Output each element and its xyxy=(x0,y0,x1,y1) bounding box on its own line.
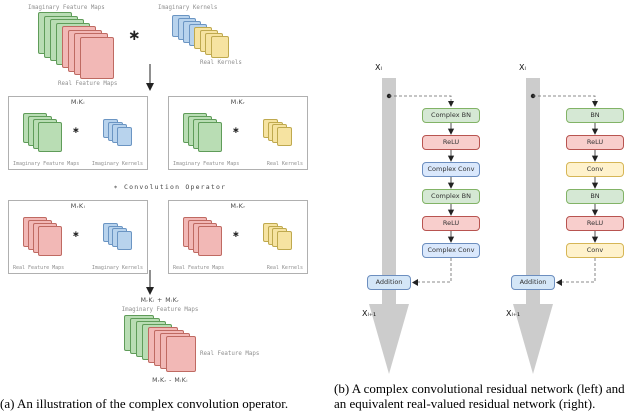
input-label: Xₗ xyxy=(519,63,526,72)
figure-a-caption: (a) An illustration of the complex convo… xyxy=(0,396,289,411)
input-label: Xₗ xyxy=(375,63,382,72)
complex-residual-network-diagram: Xₗ Complex BN ReLU Complex Conv Complex … xyxy=(362,62,514,384)
layer-box-complex-bn: Complex BN xyxy=(422,108,480,123)
product-formula: MᵢKᵢ xyxy=(70,98,86,106)
layer-box-complex-bn: Complex BN xyxy=(422,189,480,204)
product-formula: MᵣKᵣ xyxy=(230,202,246,210)
imaginary-output-formula: MᵣKᵢ + MᵢKᵣ xyxy=(140,297,180,304)
star-icon: ∗ xyxy=(72,126,80,136)
layer-box-complex-conv: Complex Conv xyxy=(422,243,480,258)
output-label: Xₗ₊₁ xyxy=(362,309,377,318)
sheet xyxy=(166,336,196,372)
layer-box-complex-conv: Complex Conv xyxy=(422,162,480,177)
layer-box-bn: BN xyxy=(566,189,624,204)
addition-box: Addition xyxy=(511,275,555,290)
product-box-mi-kr: MᵢKᵣ ∗ Imaginary Feature Maps Real Kerne… xyxy=(168,96,308,170)
imaginary-feature-maps-label: Imaginary Feature Maps xyxy=(28,5,105,11)
sheet xyxy=(38,226,62,256)
imaginary-output-label: Imaginary Feature Maps xyxy=(121,307,199,313)
map-label: Real Feature Maps xyxy=(13,265,65,271)
real-feature-maps-label: Real Feature Maps xyxy=(58,81,118,87)
addition-box: Addition xyxy=(367,275,411,290)
product-formula: MᵢKᵣ xyxy=(230,98,246,106)
sheet xyxy=(38,122,62,152)
sheet xyxy=(80,37,114,79)
product-formula: MᵣKᵢ xyxy=(70,202,86,210)
sheet xyxy=(117,231,132,250)
convolution-star-icon: ∗ xyxy=(128,26,141,44)
sheet xyxy=(117,127,132,146)
residual-flow-graphics xyxy=(369,78,455,374)
imaginary-kernels-label: Imaginary Kernels xyxy=(158,5,218,11)
figure-a-complex-convolution: Imaginary Feature Maps Real Feature Maps… xyxy=(0,5,308,411)
convolution-operator-label: ∗ Convolution Operator xyxy=(113,183,227,191)
layer-box-relu: ReLU xyxy=(566,135,624,150)
kernel-label: Imaginary Kernels xyxy=(91,265,143,271)
product-box-mr-ki: MᵣKᵢ ∗ Real Feature Maps Imaginary Kerne… xyxy=(8,200,148,274)
map-label: Imaginary Feature Maps xyxy=(173,161,240,167)
residual-flow-graphics xyxy=(513,78,599,374)
down-arrow-icon xyxy=(146,270,154,295)
real-output-formula: MᵣKᵣ - MᵢKᵢ xyxy=(152,377,188,384)
real-residual-network-diagram: Xₗ BN ReLU Conv BN ReLU Conv Addition Xₗ… xyxy=(506,62,640,384)
figure-b-caption: (b) A complex convolutional residual net… xyxy=(334,381,625,412)
output-label: Xₗ₊₁ xyxy=(506,309,521,318)
sheet xyxy=(198,122,222,152)
layer-box-conv: Conv xyxy=(566,243,624,258)
map-label: Real Feature Maps xyxy=(173,265,225,271)
real-kernels-label: Real Kernels xyxy=(200,60,242,66)
layer-box-conv: Conv xyxy=(566,162,624,177)
kernel-label: Imaginary Kernels xyxy=(91,161,143,167)
layer-box-relu: ReLU xyxy=(566,216,624,231)
star-icon: ∗ xyxy=(72,230,80,240)
sheet xyxy=(277,127,292,146)
star-icon: ∗ xyxy=(232,126,240,136)
kernel-label: Real Kernels xyxy=(266,161,303,167)
real-output-label: Real Feature Maps xyxy=(200,351,260,357)
layer-box-bn: BN xyxy=(566,108,624,123)
product-box-mr-kr: MᵣKᵣ ∗ Real Feature Maps Real Kernels xyxy=(168,200,308,274)
sheet xyxy=(198,226,222,256)
star-icon: ∗ xyxy=(232,230,240,240)
sheet xyxy=(211,36,229,58)
kernel-label: Real Kernels xyxy=(266,265,303,271)
product-box-mi-ki: MᵢKᵢ ∗ Imaginary Feature Maps Imaginary … xyxy=(8,96,148,170)
sheet xyxy=(277,231,292,250)
layer-box-relu: ReLU xyxy=(422,216,480,231)
down-arrow-icon xyxy=(146,64,154,91)
layer-box-relu: ReLU xyxy=(422,135,480,150)
figure-b-residual-networks: Xₗ Complex BN ReLU Complex Conv Complex … xyxy=(334,0,640,415)
map-label: Imaginary Feature Maps xyxy=(13,161,80,167)
